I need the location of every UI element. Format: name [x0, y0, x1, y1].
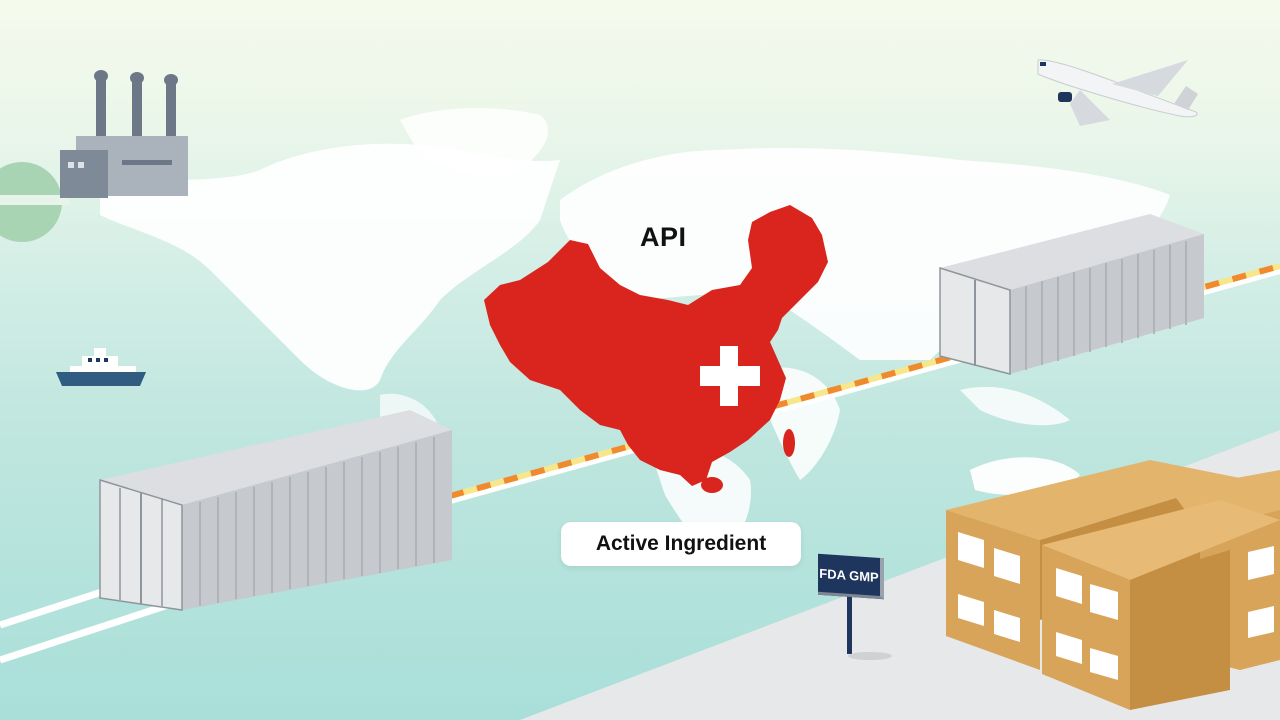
active-ingredient-text: Active Ingredient — [595, 532, 767, 555]
fda-gmp-sign: FDA GMP — [818, 553, 884, 600]
fda-gmp-board: FDA GMP — [818, 553, 884, 600]
api-label: API — [640, 222, 687, 252]
active-ingredient-label: Active Ingredient — [561, 522, 801, 566]
